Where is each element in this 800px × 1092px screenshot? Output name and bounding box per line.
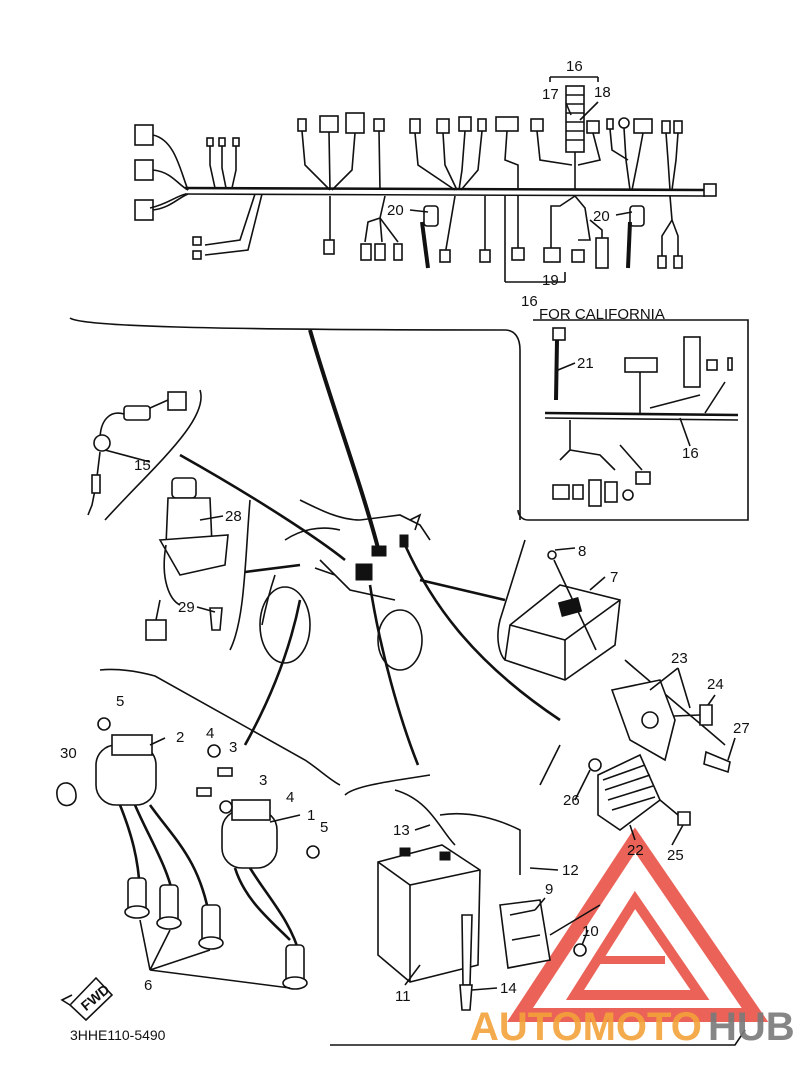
callout-6: 6 bbox=[144, 977, 152, 994]
callout-17: 17 bbox=[542, 86, 559, 103]
plug-caps bbox=[124, 877, 308, 990]
callout-26: 26 bbox=[563, 792, 580, 809]
callout-27: 27 bbox=[733, 720, 750, 737]
callout-4-top: 4 bbox=[206, 725, 214, 742]
callout-4-bottom: 4 bbox=[286, 789, 294, 806]
starter-relay bbox=[499, 899, 601, 969]
callout-28: 28 bbox=[225, 508, 242, 525]
leader-lines bbox=[104, 101, 736, 991]
callout-8: 8 bbox=[578, 543, 586, 560]
callout-3-top: 3 bbox=[229, 739, 237, 756]
california-label: FOR CALIFORNIA bbox=[539, 306, 665, 323]
callout-11: 11 bbox=[395, 988, 411, 1005]
cdi-unit bbox=[504, 550, 621, 681]
callouts: 16 17 18 20 20 19 16 FOR CALIFORNIA 21 1… bbox=[60, 58, 750, 1043]
callout-13: 13 bbox=[393, 822, 410, 839]
fwd-arrow bbox=[60, 976, 114, 1022]
callout-22: 22 bbox=[627, 842, 644, 859]
callout-24: 24 bbox=[707, 676, 724, 693]
callout-18: 18 bbox=[594, 84, 611, 101]
callout-25: 25 bbox=[667, 847, 684, 864]
motorcycle-outline bbox=[259, 499, 431, 671]
connection-lines bbox=[179, 329, 561, 766]
callout-9: 9 bbox=[545, 881, 553, 898]
watermark-part2: HUB bbox=[708, 1005, 795, 1049]
callout-1: 1 bbox=[307, 807, 315, 824]
callout-21: 21 bbox=[577, 355, 594, 372]
callout-16-california: 16 bbox=[682, 445, 699, 462]
callout-3-bottom: 3 bbox=[259, 772, 267, 789]
callout-30: 30 bbox=[60, 745, 77, 762]
watermark-part1: AUTOMOTO bbox=[470, 1005, 702, 1049]
callout-14: 14 bbox=[500, 980, 517, 997]
watermark-text: AUTOMOTO HUB bbox=[470, 1005, 795, 1049]
callout-16-top: 16 bbox=[566, 58, 583, 75]
battery bbox=[377, 789, 521, 1011]
callout-2: 2 bbox=[176, 729, 184, 746]
callout-19: 19 bbox=[542, 272, 559, 289]
callout-29: 29 bbox=[178, 599, 195, 616]
callout-23: 23 bbox=[671, 650, 688, 667]
ignition-coils bbox=[56, 717, 320, 990]
california-harness bbox=[544, 327, 739, 507]
main-switch bbox=[145, 477, 229, 641]
callout-20-left: 20 bbox=[387, 202, 404, 219]
callout-20-right: 20 bbox=[593, 208, 610, 225]
callout-7: 7 bbox=[610, 569, 618, 586]
callout-12: 12 bbox=[562, 862, 579, 879]
wire-harness bbox=[134, 76, 717, 283]
watermark-logo bbox=[507, 827, 769, 1022]
rectifier-regulator bbox=[588, 679, 731, 831]
ignition-switch-harness bbox=[87, 391, 187, 516]
section-outlines bbox=[69, 317, 749, 1046]
callout-16-mid: 16 bbox=[521, 293, 538, 310]
diagram-code: 3HHE110-5490 bbox=[70, 1027, 166, 1043]
callout-5-top: 5 bbox=[116, 693, 124, 710]
callout-5-bottom: 5 bbox=[320, 819, 328, 836]
